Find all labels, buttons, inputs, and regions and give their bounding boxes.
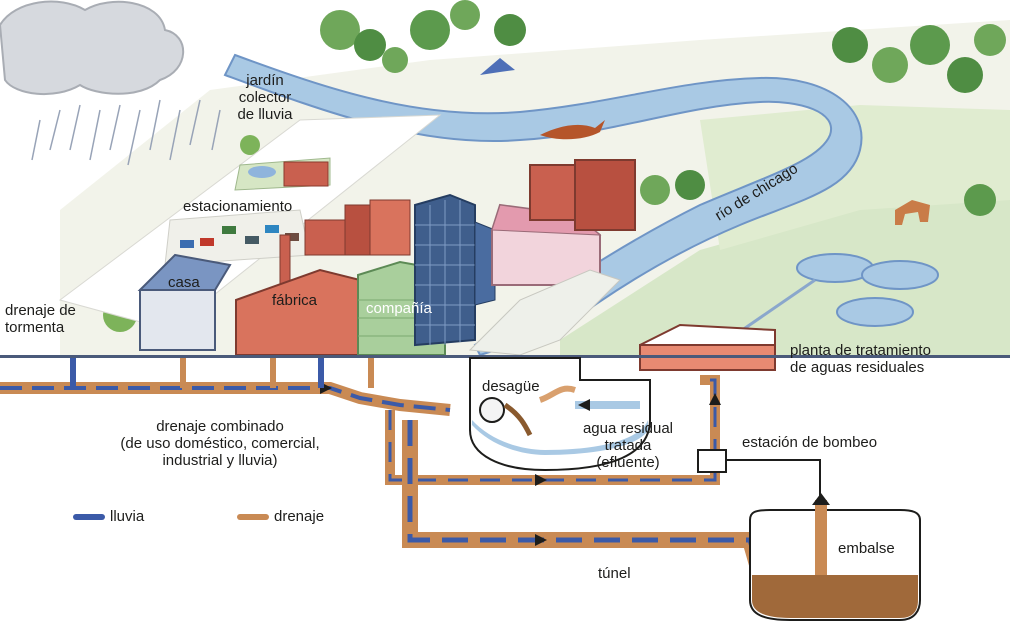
brick-building-1 — [304, 219, 351, 256]
pump-station-box — [697, 449, 727, 473]
legend-rain-swatch — [73, 514, 105, 520]
label-parking: estacionamiento — [183, 198, 293, 215]
tank-pipe — [734, 278, 816, 337]
rain-streaks — [31, 99, 221, 166]
label-rain-garden: jardín colector de lluvia — [215, 72, 315, 123]
fox-icon — [540, 120, 605, 140]
legend-sewage-swatch — [237, 514, 269, 520]
storm-cloud — [0, 0, 185, 96]
label-treatment-plant-1: planta de tratamiento — [790, 342, 931, 359]
flow-arrow-3 — [709, 393, 721, 405]
label-treatment-plant-2: de aguas residuales — [790, 359, 925, 376]
outfall-discharge — [503, 402, 533, 437]
label-treated-effluent-2: tratada — [604, 437, 652, 454]
brick-building-3 — [369, 199, 411, 256]
label-treated-effluent: agua residual tratada (efluente) — [573, 420, 683, 471]
plant-feed-rain — [388, 378, 717, 482]
label-pump-station: estación de bombeo — [742, 434, 878, 451]
outfall-basin — [469, 357, 651, 472]
label-storm-drain-2: tormenta — [5, 319, 65, 336]
glass-tower-side — [474, 221, 496, 306]
surface-line — [0, 355, 1010, 358]
legend-rain-label: lluvia — [110, 508, 145, 525]
rain-garden-pond — [248, 166, 276, 178]
label-rain-garden-2: colector — [238, 89, 292, 106]
flow-arrow-5 — [535, 534, 547, 546]
reservoir-sludge — [752, 575, 918, 618]
tower-grid — [415, 200, 475, 345]
label-outfall: desagüe — [482, 378, 540, 395]
label-storm-drain: drenaje de tormenta — [5, 302, 76, 336]
outfall-pipe-mouth — [479, 397, 505, 423]
red-tower-2 — [574, 159, 636, 231]
treatment-tank-3 — [836, 297, 914, 327]
house-roof — [137, 253, 232, 291]
effluent-discharge — [538, 385, 576, 403]
garden-house — [283, 161, 329, 187]
combined-sewer-rain — [0, 386, 451, 412]
red-tower-1 — [529, 164, 581, 221]
label-treated-effluent-3: (efluente) — [596, 454, 660, 471]
label-combined-sewer-3: industrial y lluvia) — [162, 452, 278, 469]
label-factory: fábrica — [272, 292, 318, 309]
label-company: compañía — [366, 300, 432, 317]
label-combined-sewer: drenaje combinado (de uso doméstico, com… — [90, 418, 350, 469]
parked-cars — [180, 225, 299, 248]
pump-line — [725, 459, 821, 500]
legend-sewage-label: drenaje — [274, 508, 325, 525]
label-tunnel: túnel — [598, 565, 631, 582]
label-house: casa — [168, 274, 200, 291]
drop-pipes — [70, 358, 374, 388]
flow-arrow-4 — [578, 399, 590, 411]
bird-icon — [480, 58, 515, 75]
label-rain-garden-1: jardín — [246, 72, 284, 89]
label-treatment-plant: planta de tratamiento de aguas residuale… — [790, 342, 931, 376]
label-combined-sewer-2: (de uso doméstico, comercial, — [120, 435, 320, 452]
deer-icon — [895, 200, 930, 225]
label-rain-garden-3: de lluvia — [237, 106, 293, 123]
outfall-water — [472, 420, 648, 455]
pump-riser — [815, 500, 827, 575]
label-storm-drain-1: drenaje de — [5, 302, 76, 319]
treatment-tank-2 — [861, 260, 939, 290]
flow-arrow-2 — [535, 474, 547, 486]
label-treated-effluent-1: agua residual — [582, 420, 674, 437]
label-combined-sewer-1: drenaje combinado — [156, 418, 284, 435]
label-reservoir: embalse — [838, 540, 895, 557]
upper-park-grass — [700, 105, 1010, 250]
